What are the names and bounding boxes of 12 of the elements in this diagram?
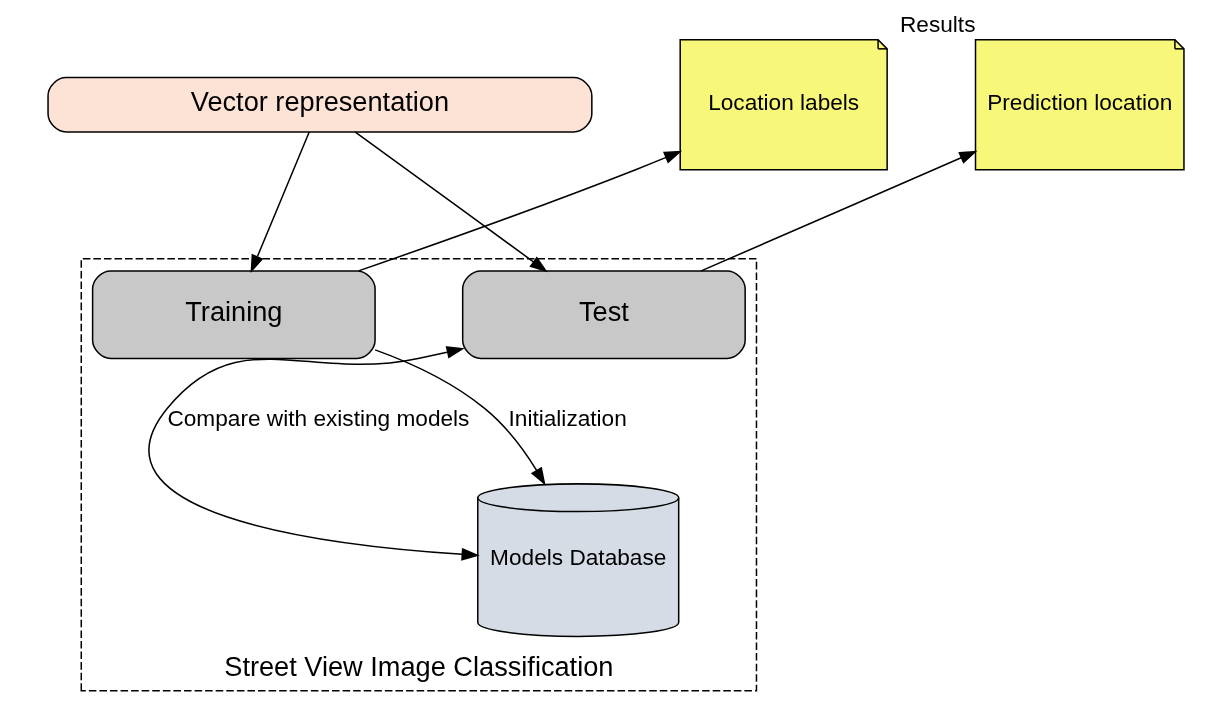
node-box: Test (461, 270, 746, 360)
arrow (354, 131, 548, 273)
arrow (357, 150, 682, 272)
edge-label: Compare with existing models (166, 405, 469, 432)
node-box: Vector representation (46, 76, 593, 133)
node-box: Training (91, 270, 376, 360)
arrow (250, 131, 310, 273)
arrow (147, 346, 480, 561)
arrow (373, 349, 546, 486)
node-label: Results (899, 11, 975, 38)
arrow (699, 150, 977, 272)
edge-label: Initialization (508, 405, 627, 432)
